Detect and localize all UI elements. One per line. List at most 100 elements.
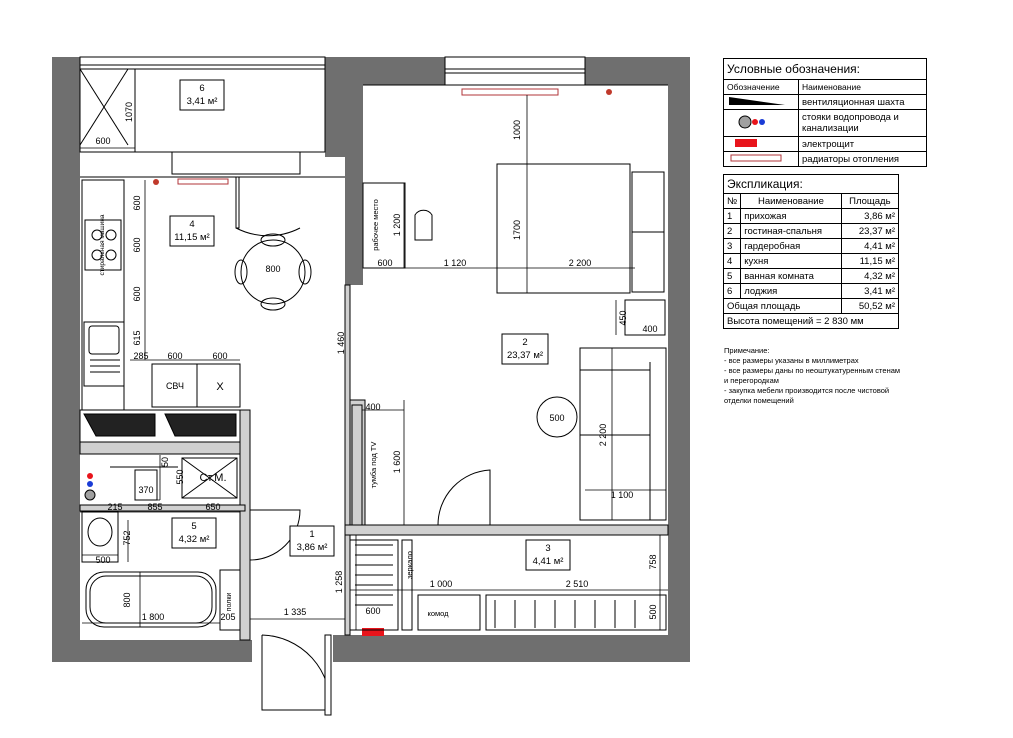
dim-600a: 600 <box>377 258 392 268</box>
room-4-area: 11,15 м² <box>174 232 209 243</box>
washing-machine-label: стиральная машина <box>99 214 106 275</box>
notes: Примечание: - все размеры указаны в милл… <box>724 346 904 406</box>
room-2-num: 2 <box>522 337 527 348</box>
dim-615: 615 <box>132 330 142 345</box>
dim-2200: 2 200 <box>569 258 592 268</box>
note-line: - все размеры даны по неоштукатуренным с… <box>724 366 901 385</box>
room-6-area: 3,41 м² <box>187 96 218 107</box>
dim-1460: 1 460 <box>336 332 346 355</box>
dim-600c: 600 <box>95 136 110 146</box>
dim-2200b: 2 200 <box>598 424 608 447</box>
legend-row-vent: вентиляционная шахта <box>798 94 927 110</box>
room-4-num: 4 <box>189 219 194 230</box>
legend-row-panel: электрощит <box>798 136 927 152</box>
explication-head-name: Наименование <box>740 193 842 209</box>
microwave-label: СВЧ <box>166 381 184 391</box>
dim-1700: 1700 <box>512 220 522 240</box>
note-line: - все размеры указаны в миллиметрах <box>724 356 859 365</box>
furniture-labels: рабочее место тумба под TV зеркало комод… <box>99 199 449 618</box>
shelves-label: полки <box>226 593 233 612</box>
washer-label: Ст.М. <box>199 472 226 484</box>
legend-col1: Обозначение <box>723 79 799 95</box>
kitchen-furniture <box>81 179 312 411</box>
dim-1000b: 1 000 <box>430 579 453 589</box>
legend-table: Условные обозначения: Обозначение Наимен… <box>723 58 927 167</box>
desk-label: рабочее место <box>371 199 380 251</box>
dim-855: 855 <box>147 502 162 512</box>
dim-400a: 400 <box>642 324 657 334</box>
row-num: 4 <box>722 253 742 269</box>
dimension-lines <box>80 80 668 630</box>
loggia <box>79 56 586 175</box>
dim-50: 50 <box>160 457 170 467</box>
dim-752: 752 <box>122 530 132 545</box>
row-num: 2 <box>722 223 742 239</box>
wardrobe-furniture <box>349 539 667 631</box>
dim-450: 450 <box>618 310 628 325</box>
legend-title: Условные обозначения: <box>723 58 927 80</box>
explication-total-label: Общая площадь <box>723 298 842 314</box>
room-3-area: 4,41 м² <box>533 556 564 567</box>
dim-800t: 800 <box>265 264 280 274</box>
dim-758: 758 <box>648 554 658 569</box>
radiator-icon <box>723 151 799 167</box>
electric-panel-icon <box>723 136 799 152</box>
row-area: 4,41 м² <box>840 238 900 254</box>
dim-k600c: 600 <box>132 286 142 301</box>
legend-col2: Наименование <box>798 79 927 95</box>
room-2-area: 23,37 м² <box>507 350 543 361</box>
row-area: 4,32 м² <box>840 268 900 284</box>
row-num: 5 <box>722 268 742 284</box>
dim-k600b: 600 <box>132 237 142 252</box>
dim-215: 215 <box>107 502 122 512</box>
row-num: 1 <box>722 208 742 224</box>
legend-row-radiator: радиаторы отопления <box>798 151 927 167</box>
dim-500: 500 <box>549 413 564 423</box>
explication-title: Экспликация: <box>723 174 899 194</box>
row-num: 6 <box>722 283 742 299</box>
row-area: 3,41 м² <box>840 283 900 299</box>
dim-650: 650 <box>205 502 220 512</box>
dim-800: 800 <box>122 592 132 607</box>
dim-1070: 1070 <box>124 102 134 122</box>
dim-550: 550 <box>175 469 185 484</box>
walls <box>52 57 690 662</box>
dim-1800: 1 800 <box>142 612 165 622</box>
room-1-num: 1 <box>309 529 314 540</box>
dimension-texts: 1000 1700 1 120 2 200 600 1 200 450 400 … <box>95 102 658 622</box>
dim-500c: 500 <box>95 555 110 565</box>
room-5-area: 4,32 м² <box>179 534 210 545</box>
legend-row-risers: стояки водопровода и канализации <box>798 109 927 137</box>
partitions <box>79 84 669 641</box>
dim-k600d: 600 <box>167 351 182 361</box>
explication-head-area: Площадь <box>840 193 900 209</box>
dim-400b: 400 <box>365 402 380 412</box>
dim-k600e: 600 <box>212 351 227 361</box>
notes-title: Примечание: <box>724 346 770 355</box>
dim-1000: 1000 <box>512 120 522 140</box>
radiators <box>84 88 612 636</box>
room-5-num: 5 <box>191 521 196 532</box>
row-area: 23,37 м² <box>840 223 900 239</box>
row-name: гардеробная <box>740 238 842 254</box>
dim-1600: 1 600 <box>392 451 402 474</box>
row-num: 3 <box>722 238 742 254</box>
dim-1200: 1 200 <box>392 214 402 237</box>
risers-icon <box>723 109 799 137</box>
dresser-label: комод <box>427 609 449 618</box>
dim-k600a: 600 <box>132 195 142 210</box>
dim-1335: 1 335 <box>284 607 307 617</box>
room-height: Высота помещений = 2 830 мм <box>723 313 899 329</box>
fridge-label: X <box>216 381 224 393</box>
explication-head-num: № <box>722 193 742 209</box>
dim-370: 370 <box>138 485 153 495</box>
dim-205: 205 <box>220 612 235 622</box>
room-3-num: 3 <box>545 543 550 554</box>
